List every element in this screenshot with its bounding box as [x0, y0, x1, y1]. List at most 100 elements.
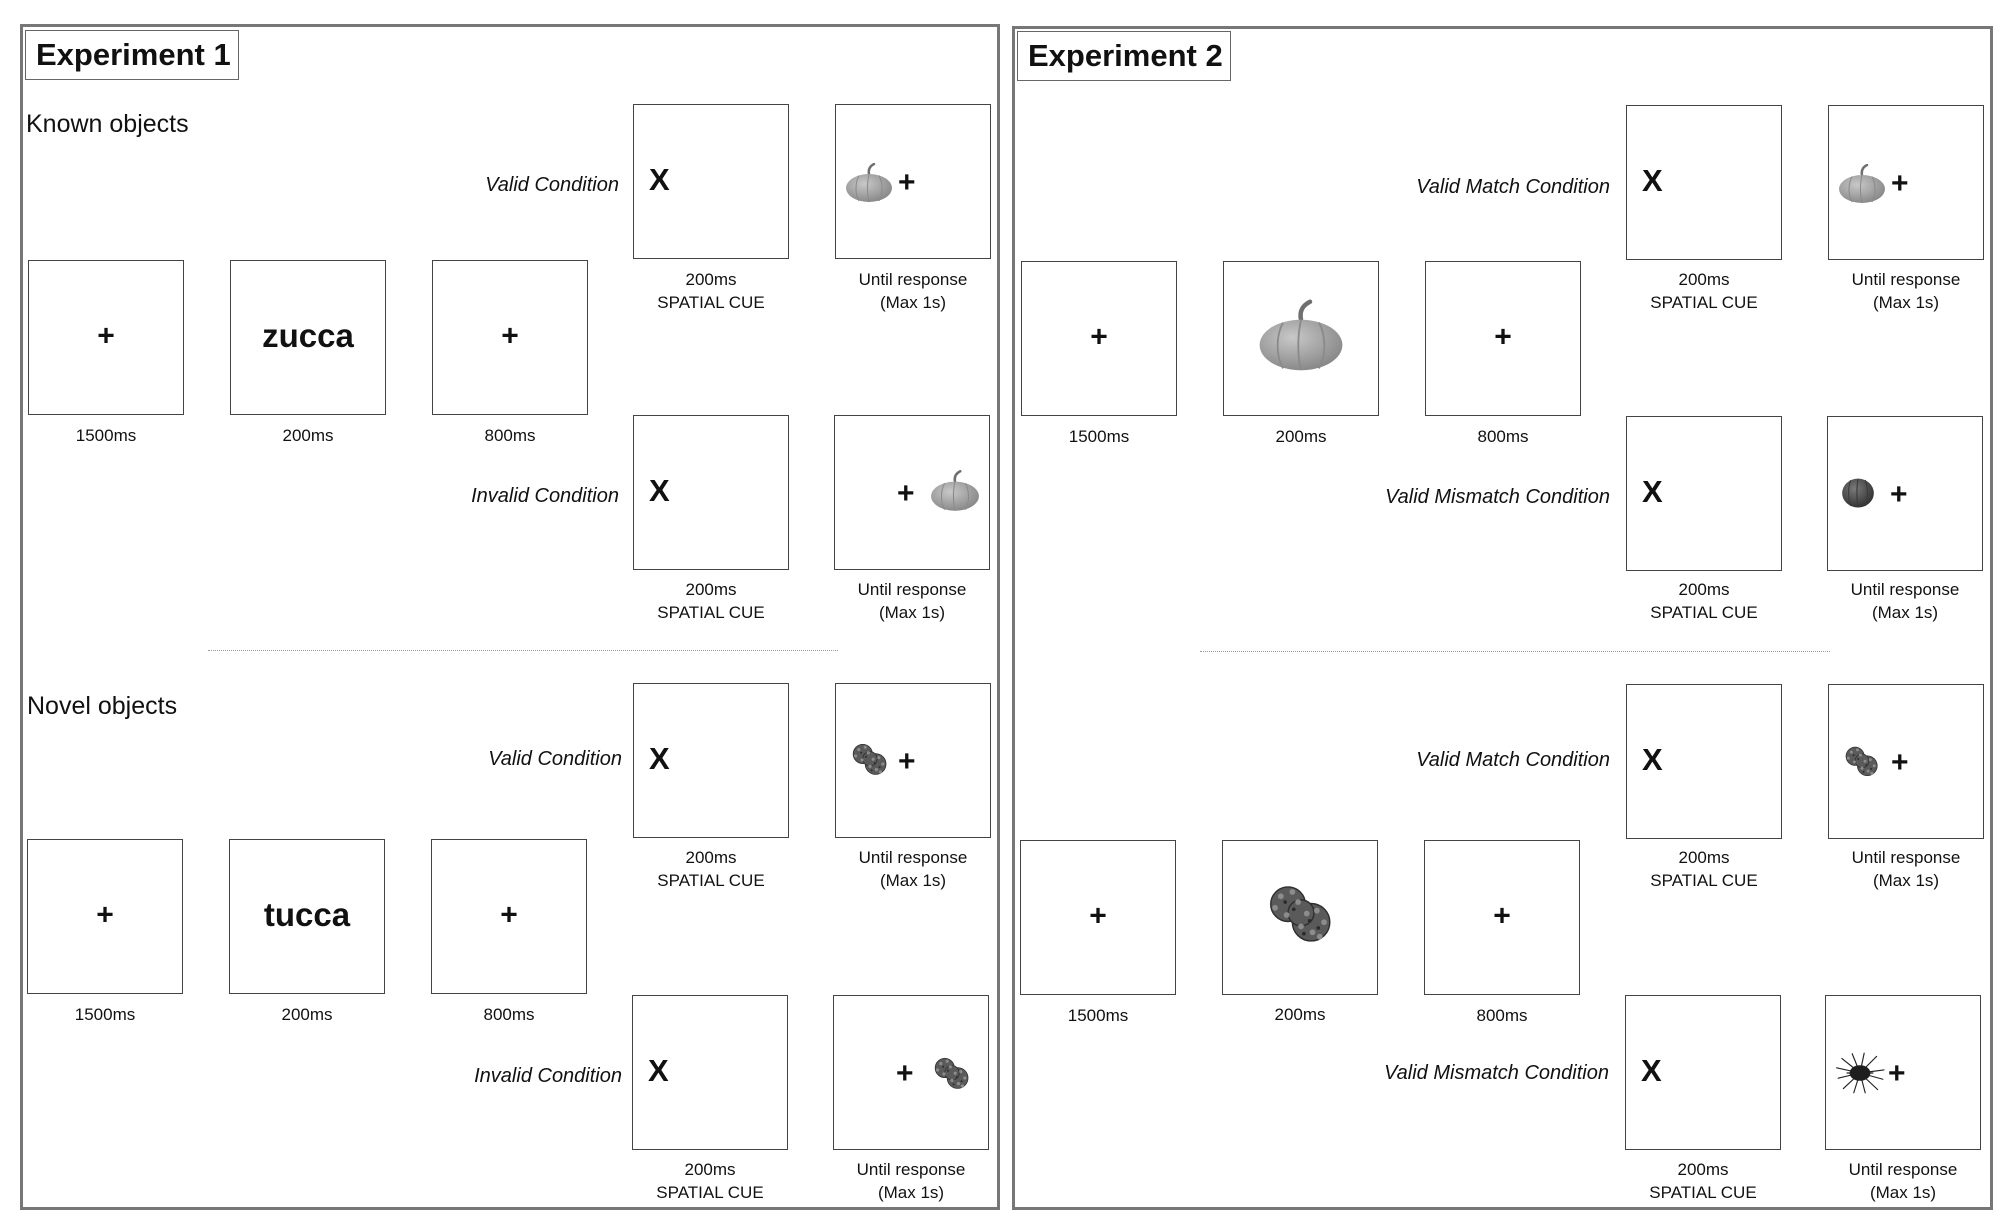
duration-label: 200ms: [282, 426, 334, 445]
fixation-cross: +: [1891, 167, 1909, 200]
cue-caption: 200ms SPATIAL CUE: [1649, 1160, 1757, 1202]
target-caption: Until response (Max 1s): [856, 1160, 966, 1202]
target-box: +: [1827, 416, 1983, 571]
prime-word: tucca: [263, 895, 351, 933]
spatial-cue-x: X: [1642, 741, 1663, 777]
prime-image-box: [1222, 840, 1378, 995]
spatial-cue-x: X: [649, 740, 670, 776]
target-caption: Until response (Max 1s): [1848, 1160, 1958, 1202]
target-box: +: [833, 995, 989, 1150]
cue-box: X: [1626, 416, 1782, 571]
section-divider: [208, 650, 838, 651]
spatial-cue-x: X: [649, 161, 670, 197]
prime-image-box: [1223, 261, 1379, 416]
spatial-cue-x: X: [1642, 473, 1663, 509]
cue-caption: 200ms SPATIAL CUE: [657, 580, 765, 622]
duration-label: 800ms: [483, 1005, 535, 1024]
fixation-cross: +: [96, 898, 114, 931]
word-box: tucca: [229, 839, 385, 994]
duration-label: 200ms: [1274, 1005, 1326, 1024]
cue-box: X: [1626, 684, 1782, 839]
fixation-cross: +: [1891, 746, 1909, 779]
target-box: +: [835, 104, 991, 259]
fixation-cross: +: [898, 745, 916, 778]
target-box: +: [1828, 684, 1984, 839]
fixation-box: +: [1425, 261, 1581, 416]
target-box: +: [834, 415, 990, 570]
novel-blob-object-icon: [1265, 879, 1337, 951]
fixation-box: +: [1020, 840, 1176, 995]
duration-label: 800ms: [1477, 427, 1529, 446]
word-box: zucca: [230, 260, 386, 415]
fixation-cross: +: [1089, 899, 1107, 932]
spatial-cue-x: X: [1641, 1052, 1662, 1088]
dark-pumpkin-icon: [1840, 475, 1876, 509]
fixation-cross: +: [1493, 899, 1511, 932]
condition-label: Invalid Condition: [474, 1065, 622, 1087]
cue-caption: 200ms SPATIAL CUE: [657, 848, 765, 890]
spatial-cue-x: X: [649, 472, 670, 508]
pumpkin-icon: [844, 163, 894, 203]
duration-label: 800ms: [484, 426, 536, 445]
experiment-1-panel: [20, 24, 1000, 1210]
duration-label: 200ms: [1275, 427, 1327, 446]
fixation-cross: +: [97, 319, 115, 352]
condition-label: Valid Match Condition: [1416, 176, 1610, 198]
experiment-1-title: Experiment 1: [25, 30, 239, 80]
fixation-box: +: [28, 260, 184, 415]
cue-box: X: [1626, 105, 1782, 260]
pumpkin-icon: [1837, 164, 1887, 204]
experiment-2-title: Experiment 2: [1017, 31, 1231, 81]
target-caption: Until response (Max 1s): [1851, 848, 1961, 890]
cue-box: X: [633, 104, 789, 259]
novel-blob-object-icon: [850, 740, 890, 780]
pumpkin-icon: [1256, 296, 1346, 376]
section-divider: [1200, 651, 1830, 652]
condition-label: Valid Match Condition: [1416, 749, 1610, 771]
fixation-cross: +: [1090, 320, 1108, 353]
duration-label: 1500ms: [1067, 1006, 1129, 1025]
cue-box: X: [1625, 995, 1781, 1150]
fixation-box: +: [27, 839, 183, 994]
novel-blob-object-icon: [932, 1054, 972, 1094]
target-box: +: [1825, 995, 1981, 1150]
condition-label: Valid Condition: [485, 174, 619, 196]
target-caption: Until response (Max 1s): [1851, 270, 1961, 312]
fixation-box: +: [431, 839, 587, 994]
spatial-cue-x: X: [648, 1052, 669, 1088]
cue-caption: 200ms SPATIAL CUE: [657, 270, 765, 312]
duration-label: 200ms: [281, 1005, 333, 1024]
fixation-cross: +: [1888, 1057, 1906, 1090]
known-objects-label: Known objects: [26, 110, 189, 138]
target-box: +: [1828, 105, 1984, 260]
condition-label: Valid Mismatch Condition: [1385, 486, 1610, 508]
cue-caption: 200ms SPATIAL CUE: [1650, 848, 1758, 890]
condition-label: Valid Condition: [488, 748, 622, 770]
fixation-cross: +: [898, 166, 916, 199]
fixation-cross: +: [1890, 478, 1908, 511]
duration-label: 1500ms: [75, 426, 137, 445]
experiment-2-panel: [1012, 26, 1993, 1210]
duration-label: 1500ms: [1068, 427, 1130, 446]
spiky-novel-object-icon: [1834, 1052, 1886, 1094]
pumpkin-icon: [929, 470, 981, 512]
cue-caption: 200ms SPATIAL CUE: [1650, 270, 1758, 312]
fixation-box: +: [1424, 840, 1580, 995]
fixation-box: +: [1021, 261, 1177, 416]
novel-objects-label: Novel objects: [27, 692, 178, 720]
cue-box: X: [633, 415, 789, 570]
fixation-box: +: [432, 260, 588, 415]
target-caption: Until response (Max 1s): [858, 270, 968, 312]
cue-caption: 200ms SPATIAL CUE: [1650, 580, 1758, 622]
target-caption: Until response (Max 1s): [858, 848, 968, 890]
prime-word: zucca: [262, 316, 354, 354]
cue-box: X: [633, 683, 789, 838]
condition-label: Valid Mismatch Condition: [1384, 1062, 1609, 1084]
condition-label: Invalid Condition: [471, 485, 619, 507]
fixation-cross: +: [501, 319, 519, 352]
target-box: +: [835, 683, 991, 838]
cue-caption: 200ms SPATIAL CUE: [656, 1160, 764, 1202]
novel-blob-object-icon: [1843, 743, 1881, 781]
duration-label: 1500ms: [74, 1005, 136, 1024]
target-caption: Until response (Max 1s): [857, 580, 967, 622]
